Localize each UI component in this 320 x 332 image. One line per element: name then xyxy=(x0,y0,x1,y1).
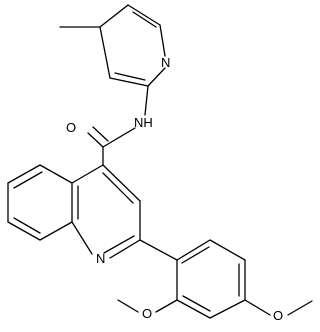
dimethoxyphenyl-ring xyxy=(117,239,313,319)
quinoline-ring xyxy=(7,164,141,259)
amide-nh-label: NH xyxy=(134,115,153,130)
methylpyridine-ring xyxy=(59,4,166,87)
carbonyl-oxygen-label: O xyxy=(66,120,76,135)
pyridine-nitrogen-label: N xyxy=(161,55,170,70)
amide-linker xyxy=(87,85,149,166)
methoxy-oxygen-label-1: O xyxy=(142,306,152,321)
quinoline-nitrogen-label: N xyxy=(96,251,105,266)
methoxy-oxygen-label-2: O xyxy=(273,308,283,323)
